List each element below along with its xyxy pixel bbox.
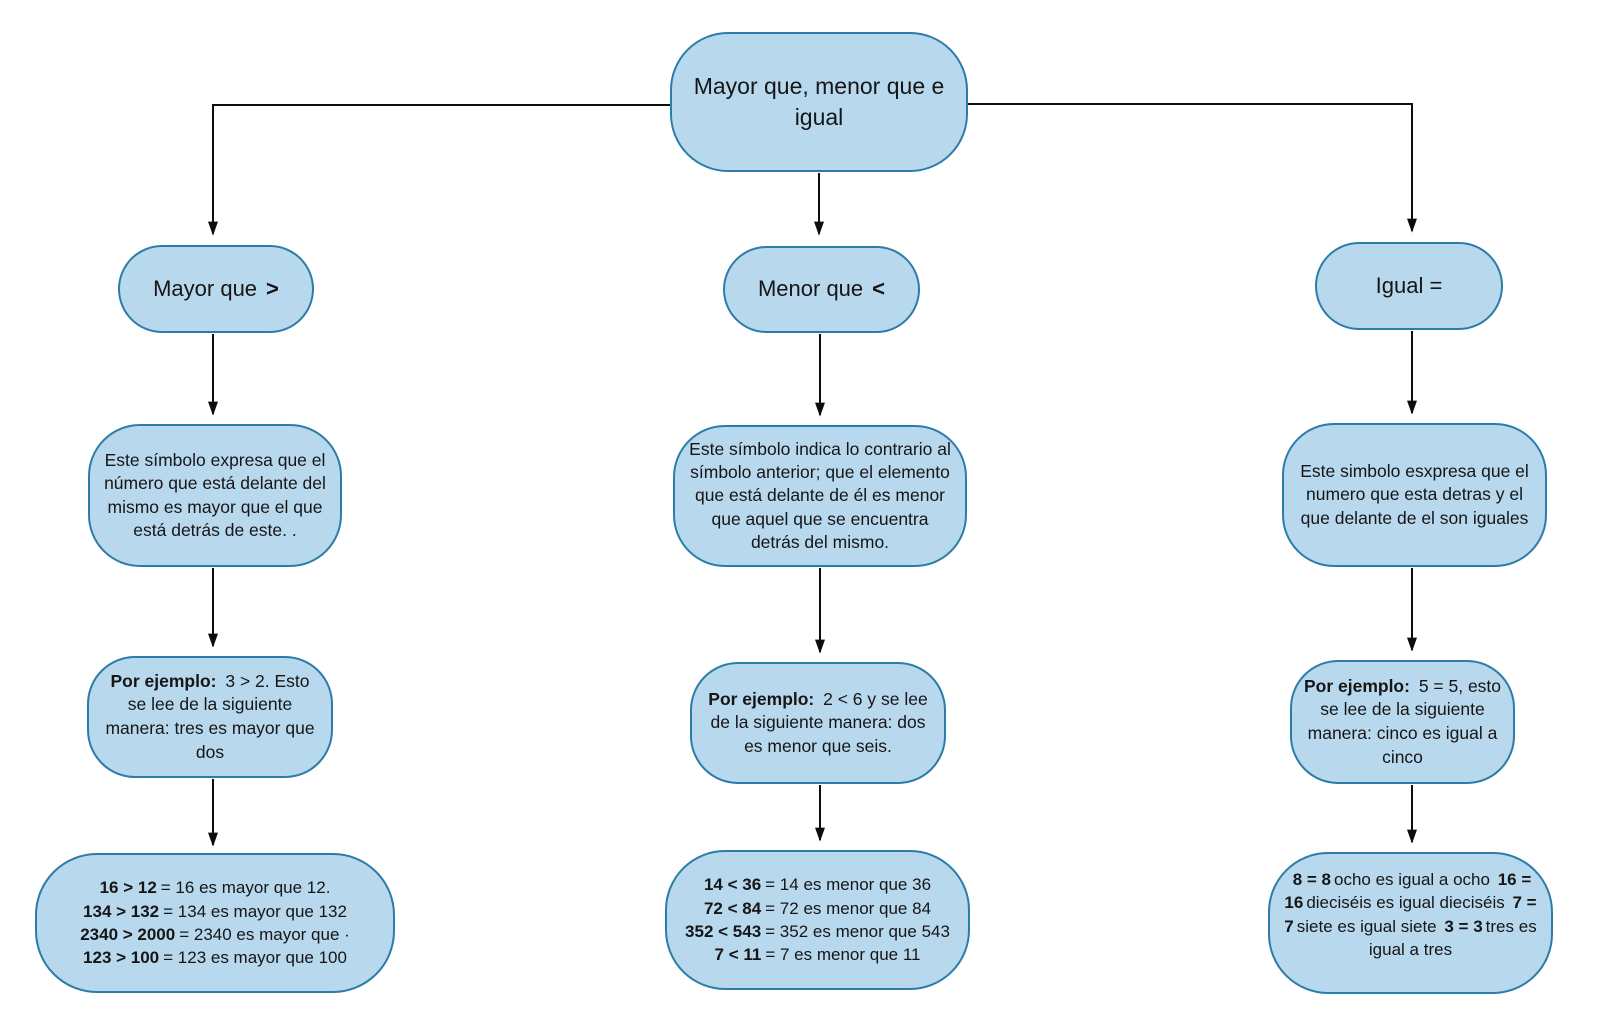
list-item-expression: 16 = 16	[1284, 870, 1532, 913]
description-node-igual: Este simbolo esxpresa que el numero que …	[1282, 423, 1547, 567]
list-item-expression: 352 < 543	[685, 922, 762, 941]
root-node-label: Mayor que, menor que e igual	[693, 72, 945, 130]
list-item-expression: 3 = 3	[1444, 916, 1483, 936]
list-item-text: = 2340 es mayor que ·	[179, 925, 350, 944]
list-item: 16 > 12= 16 es mayor que 12.	[100, 876, 331, 899]
list-item: 14 < 36= 14 es menor que 36	[704, 873, 931, 896]
list-item: 123 > 100= 123 es mayor que 100	[83, 946, 347, 969]
list-item-text: siete es igual siete	[1296, 916, 1437, 936]
list-item-expression: 134 > 132	[83, 901, 160, 921]
list-item-text: dieciséis es igual dieciséis	[1306, 893, 1505, 913]
description-node-menor: Este símbolo indica lo contrario al símb…	[673, 425, 967, 567]
greater-than-symbol: >	[266, 275, 279, 301]
example-node-igual: Por ejemplo: 5 = 5, esto se lee de la si…	[1290, 660, 1515, 784]
example-igual-text: Por ejemplo: 5 = 5, esto se lee de la si…	[1302, 675, 1503, 770]
list-node-menor: 14 < 36= 14 es menor que 36 72 < 84= 72 …	[665, 850, 970, 990]
list-item-text: = 352 es menor que 543	[765, 922, 950, 941]
description-menor-text: Este símbolo indica lo contrario al símb…	[689, 439, 951, 552]
list-item-expression: 123 > 100	[83, 948, 160, 968]
description-node-mayor: Este símbolo expresa que el número que e…	[88, 424, 342, 567]
description-mayor-text: Este símbolo expresa que el número que e…	[104, 450, 326, 540]
branch-mayor-label: Mayor que	[153, 275, 258, 301]
root-node: Mayor que, menor que e igual	[670, 32, 968, 172]
example-igual-lead: Por ejemplo:	[1303, 675, 1410, 696]
example-node-menor: Por ejemplo: 2 < 6 y se lee de la siguie…	[690, 662, 946, 784]
list-item-text: tres es igual a tres	[1368, 916, 1537, 960]
list-item: 134 > 132= 134 es mayor que 132	[83, 900, 347, 923]
list-item-expression: 7 = 7	[1284, 893, 1537, 936]
list-item-text: = 123 es mayor que 100	[163, 948, 347, 968]
description-igual-text: Este simbolo esxpresa que el numero que …	[1300, 461, 1529, 528]
list-item: 7 < 11= 7 es menor que 11	[715, 943, 921, 966]
connector-root-to-mayor	[208, 104, 670, 236]
list-item-expression: 72 < 84	[703, 898, 762, 918]
list-item-text: ocho es igual a ocho	[1334, 870, 1490, 889]
example-menor-text: Por ejemplo: 2 < 6 y se lee de la siguie…	[702, 688, 934, 759]
list-item-text: = 14 es menor que 36	[765, 875, 932, 895]
example-mayor-body: 3 > 2. Esto se lee de la siguiente maner…	[105, 670, 315, 762]
example-node-mayor: Por ejemplo: 3 > 2. Esto se lee de la si…	[87, 656, 333, 778]
example-igual-body: 5 = 5, esto se lee de la siguiente maner…	[1307, 675, 1502, 767]
example-menor-lead: Por ejemplo:	[708, 688, 815, 709]
branch-igual-label: Igual =	[1375, 272, 1443, 298]
list-item-expression: 2340 > 2000	[80, 925, 176, 944]
branch-node-igual: Igual =	[1315, 242, 1503, 330]
list-item-text: = 72 es menor que 84	[765, 898, 932, 918]
branch-menor-label: Menor que	[757, 276, 864, 302]
example-mayor-text: Por ejemplo: 3 > 2. Esto se lee de la si…	[99, 670, 321, 765]
list-item: 2340 > 2000= 2340 es mayor que ·	[80, 923, 350, 946]
connector-root-to-igual	[968, 103, 1417, 233]
list-node-mayor: 16 > 12= 16 es mayor que 12. 134 > 132= …	[35, 853, 395, 993]
list-item: 352 < 543= 352 es menor que 543	[685, 920, 950, 943]
list-item: 72 < 84= 72 es menor que 84	[704, 897, 931, 920]
less-than-symbol: <	[872, 276, 886, 302]
list-item-expression: 8 = 8	[1292, 870, 1332, 889]
example-menor-body: 2 < 6 y se lee de la siguiente manera: d…	[710, 688, 928, 756]
list-item-expression: 14 < 36	[703, 875, 762, 895]
branch-node-menor-que: Menor que <	[723, 246, 920, 333]
list-item-expression: 16 > 12	[99, 878, 157, 898]
list-item-text: = 7 es menor que 11	[765, 945, 921, 965]
branch-node-mayor-que: Mayor que >	[118, 245, 314, 333]
example-mayor-lead: Por ejemplo:	[110, 670, 217, 691]
list-item-text: = 16 es mayor que 12.	[160, 878, 331, 898]
list-item-text: = 134 es mayor que 132	[163, 901, 347, 921]
list-item-expression: 7 < 11	[714, 945, 762, 965]
